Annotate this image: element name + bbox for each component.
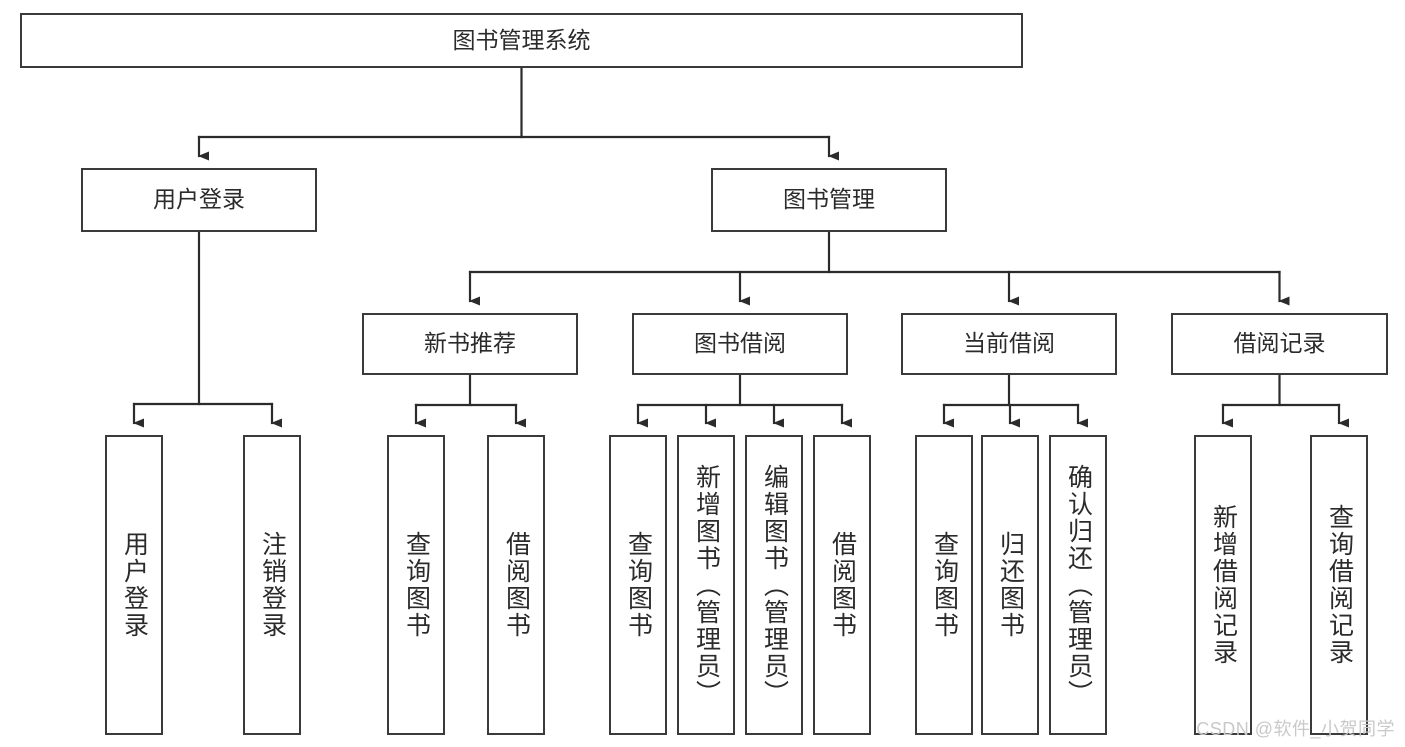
node-leaf-query-book-rec[interactable]: 查询图书 [387, 435, 445, 735]
node-book-manage-label: 图书管理 [783, 186, 875, 213]
node-leaf-query-book-rec-label: 查询图书 [402, 531, 431, 639]
node-root[interactable]: 图书管理系统 [20, 13, 1023, 68]
node-user-login[interactable]: 用户登录 [81, 168, 317, 232]
node-current-borrow-label: 当前借阅 [963, 330, 1055, 357]
node-leaf-add-record[interactable]: 新增借阅记录 [1194, 435, 1252, 735]
node-leaf-query-record[interactable]: 查询借阅记录 [1310, 435, 1368, 735]
node-leaf-query-book-cur-label: 查询图书 [930, 531, 959, 639]
node-leaf-edit-book-label: 编辑图书（管理员） [760, 463, 789, 707]
node-leaf-confirm-return-label: 确认归还（管理员） [1064, 463, 1093, 707]
node-leaf-user-login[interactable]: 用户登录 [105, 435, 163, 735]
node-leaf-borrow-book[interactable]: 借阅图书 [813, 435, 871, 735]
node-leaf-user-logout[interactable]: 注销登录 [243, 435, 301, 735]
node-leaf-query-book-borrow[interactable]: 查询图书 [609, 435, 667, 735]
node-leaf-user-logout-label: 注销登录 [258, 531, 287, 639]
node-leaf-borrow-book-rec[interactable]: 借阅图书 [487, 435, 545, 735]
node-book-borrow[interactable]: 图书借阅 [632, 313, 848, 375]
node-leaf-add-book-label: 新增图书（管理员） [692, 463, 721, 707]
node-leaf-query-record-label: 查询借阅记录 [1325, 504, 1354, 666]
node-new-book-recommend[interactable]: 新书推荐 [362, 313, 578, 375]
node-current-borrow[interactable]: 当前借阅 [901, 313, 1117, 375]
node-borrow-record-label: 借阅记录 [1233, 330, 1326, 357]
node-leaf-add-record-label: 新增借阅记录 [1209, 504, 1238, 666]
node-user-login-label: 用户登录 [153, 186, 245, 213]
node-book-borrow-label: 图书借阅 [694, 330, 786, 357]
node-leaf-edit-book[interactable]: 编辑图书（管理员） [745, 435, 803, 735]
node-leaf-return-book[interactable]: 归还图书 [981, 435, 1039, 735]
node-leaf-borrow-book-label: 借阅图书 [828, 531, 857, 639]
node-leaf-user-login-label: 用户登录 [120, 531, 149, 639]
node-leaf-query-book-borrow-label: 查询图书 [624, 531, 653, 639]
node-leaf-confirm-return[interactable]: 确认归还（管理员） [1049, 435, 1107, 735]
node-leaf-return-book-label: 归还图书 [996, 531, 1025, 639]
node-book-manage[interactable]: 图书管理 [711, 168, 947, 232]
node-leaf-add-book[interactable]: 新增图书（管理员） [677, 435, 735, 735]
node-borrow-record[interactable]: 借阅记录 [1171, 313, 1388, 375]
node-root-label: 图书管理系统 [452, 26, 591, 53]
node-leaf-query-book-cur[interactable]: 查询图书 [915, 435, 973, 735]
node-new-book-recommend-label: 新书推荐 [424, 330, 516, 357]
node-leaf-borrow-book-rec-label: 借阅图书 [502, 531, 531, 639]
